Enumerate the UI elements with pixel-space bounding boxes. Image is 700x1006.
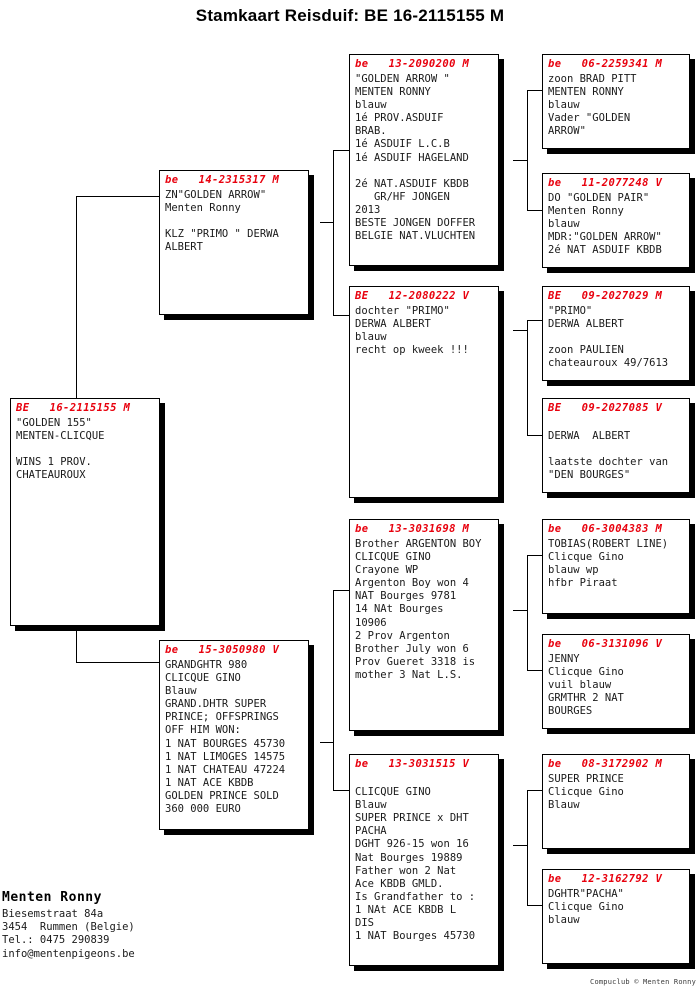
card-body: GRANDGHTR 980 CLICQUE GINO Blauw GRAND.D… — [165, 659, 286, 816]
connector-gen2b-to-bottom — [333, 790, 349, 791]
connector-gen2a-vertical — [333, 150, 334, 315]
connector-gen3d-to-top — [527, 790, 542, 791]
breeder-email: info@mentenpigeons.be — [2, 947, 135, 960]
connector-gen3b-to-bottom — [527, 435, 542, 436]
connector-subject-to-dam — [76, 662, 159, 663]
ring-number: be 06-3131096 V — [548, 638, 663, 650]
connector-gen3a-vertical — [527, 90, 528, 210]
ring-number: be 13-2090200 M — [355, 58, 470, 70]
card-body: JENNY Clicque Gino vuil blauw GRMTHR 2 N… — [548, 653, 624, 718]
connector-gen3c-vertical — [527, 555, 528, 670]
pedigree-card-gen4-4[interactable]: BE 09-2027085 V DERWA ALBERT laatste doc… — [542, 398, 690, 493]
connector-gen3d-vertical — [527, 790, 528, 905]
connector-gen2a-to-top — [333, 150, 349, 151]
breeder-address-city: 3454 Rummen (Belgie) — [2, 921, 135, 934]
pedigree-card-gen4-2[interactable]: be 11-2077248 V DO "GOLDEN PAIR" Menten … — [542, 173, 690, 268]
connector-gen3a-in — [513, 160, 528, 161]
card-body: CLICQUE GINO Blauw SUPER PRINCE x DHT PA… — [355, 786, 476, 943]
ring-number: be 13-3031515 V — [355, 758, 470, 770]
connector-gen3b-in — [513, 330, 528, 331]
connector-gen2b-in — [320, 742, 334, 743]
connector-gen2b-vertical — [333, 590, 334, 790]
connector-gen3c-to-bottom — [527, 670, 542, 671]
card-body: "GOLDEN 155" MENTEN-CLICQUE WINS 1 PROV.… — [16, 417, 105, 482]
card-body: ZN"GOLDEN ARROW" Menten Ronny KLZ "PRIMO… — [165, 189, 279, 254]
ring-number: BE 16-2115155 M — [16, 402, 131, 414]
pedigree-card-gen3-4[interactable]: be 13-3031515 V CLICQUE GINO Blauw SUPER… — [349, 754, 499, 966]
ring-number: be 15-3050980 V — [165, 644, 280, 656]
connector-gen3a-to-top — [527, 90, 542, 91]
ring-number: be 11-2077248 V — [548, 177, 663, 189]
page-title: Stamkaart Reisduif: BE 16-2115155 M — [195, 6, 505, 25]
pedigree-card-dam[interactable]: be 15-3050980 V GRANDGHTR 980 CLICQUE GI… — [159, 640, 309, 830]
card-body: Brother ARGENTON BOY CLICQUE GINO Crayon… — [355, 538, 482, 681]
connector-gen3b-to-top — [527, 320, 542, 321]
card-body: DERWA ALBERT laatste dochter van "DEN BO… — [548, 430, 669, 482]
pedigree-card-subject[interactable]: BE 16-2115155 M "GOLDEN 155" MENTEN-CLIC… — [10, 398, 160, 626]
card-body: TOBIAS(ROBERT LINE) Clicque Gino blauw w… — [548, 538, 669, 590]
pedigree-card-gen3-2[interactable]: BE 12-2080222 V dochter "PRIMO" DERWA AL… — [349, 286, 499, 498]
card-body: zoon BRAD PITT MENTEN RONNY blauw Vader … — [548, 73, 637, 138]
connector-subject-to-sire — [76, 196, 159, 197]
pedigree-card-gen4-6[interactable]: be 06-3131096 V JENNY Clicque Gino vuil … — [542, 634, 690, 729]
connector-gen3a-to-bottom — [527, 210, 542, 211]
ring-number: BE 09-2027085 V — [548, 402, 663, 414]
connector-gen3c-to-top — [527, 555, 542, 556]
card-body: DGHTR"PACHA" Clicque Gino blauw — [548, 888, 624, 927]
connector-gen3c-in — [513, 610, 528, 611]
ring-number: be 12-3162792 V — [548, 873, 663, 885]
ring-number: be 08-3172902 M — [548, 758, 663, 770]
pedigree-card-gen4-1[interactable]: be 06-2259341 M zoon BRAD PITT MENTEN RO… — [542, 54, 690, 149]
ring-number: be 06-2259341 M — [548, 58, 663, 70]
pedigree-card-gen4-3[interactable]: BE 09-2027029 M "PRIMO" DERWA ALBERT zoo… — [542, 286, 690, 381]
card-body: dochter "PRIMO" DERWA ALBERT blauw recht… — [355, 305, 469, 357]
connector-gen3d-in — [513, 845, 528, 846]
pedigree-card-gen3-1[interactable]: be 13-2090200 M "GOLDEN ARROW " MENTEN R… — [349, 54, 499, 266]
connector-gen2a-in — [320, 222, 334, 223]
pedigree-card-sire[interactable]: be 14-2315317 M ZN"GOLDEN ARROW" Menten … — [159, 170, 309, 315]
breeder-address-street: Biesemstraat 84a — [2, 908, 104, 920]
connector-subject-vertical — [76, 196, 77, 446]
pedigree-card-gen4-8[interactable]: be 12-3162792 V DGHTR"PACHA" Clicque Gin… — [542, 869, 690, 964]
breeder-contact-block: Menten Ronny Biesemstraat 84a 3454 Rumme… — [2, 890, 242, 961]
card-body: SUPER PRINCE Clicque Gino Blauw — [548, 773, 624, 812]
ring-number: BE 12-2080222 V — [355, 290, 470, 302]
card-body: "GOLDEN ARROW " MENTEN RONNY blauw 1é PR… — [355, 73, 476, 243]
connector-gen2a-to-bottom — [333, 315, 349, 316]
ring-number: be 06-3004383 M — [548, 523, 663, 535]
breeder-name: Menten Ronny — [2, 890, 102, 905]
connector-gen3b-vertical — [527, 320, 528, 435]
breeder-phone: Tel.: 0475 290839 — [2, 934, 110, 947]
copyright-credit: Compuclub © Menten Ronny — [590, 978, 696, 986]
pedigree-card-gen4-7[interactable]: be 08-3172902 M SUPER PRINCE Clicque Gin… — [542, 754, 690, 849]
card-body: DO "GOLDEN PAIR" Menten Ronny blauw MDR:… — [548, 192, 662, 257]
pedigree-card-gen4-5[interactable]: be 06-3004383 M TOBIAS(ROBERT LINE) Clic… — [542, 519, 690, 614]
ring-number: be 13-3031698 M — [355, 523, 470, 535]
connector-gen2b-to-top — [333, 590, 349, 591]
card-body: "PRIMO" DERWA ALBERT zoon PAULIEN chatea… — [548, 305, 669, 370]
pedigree-card-gen3-3[interactable]: be 13-3031698 M Brother ARGENTON BOY CLI… — [349, 519, 499, 731]
ring-number: be 14-2315317 M — [165, 174, 280, 186]
connector-gen3d-to-bottom — [527, 905, 542, 906]
ring-number: BE 09-2027029 M — [548, 290, 663, 302]
